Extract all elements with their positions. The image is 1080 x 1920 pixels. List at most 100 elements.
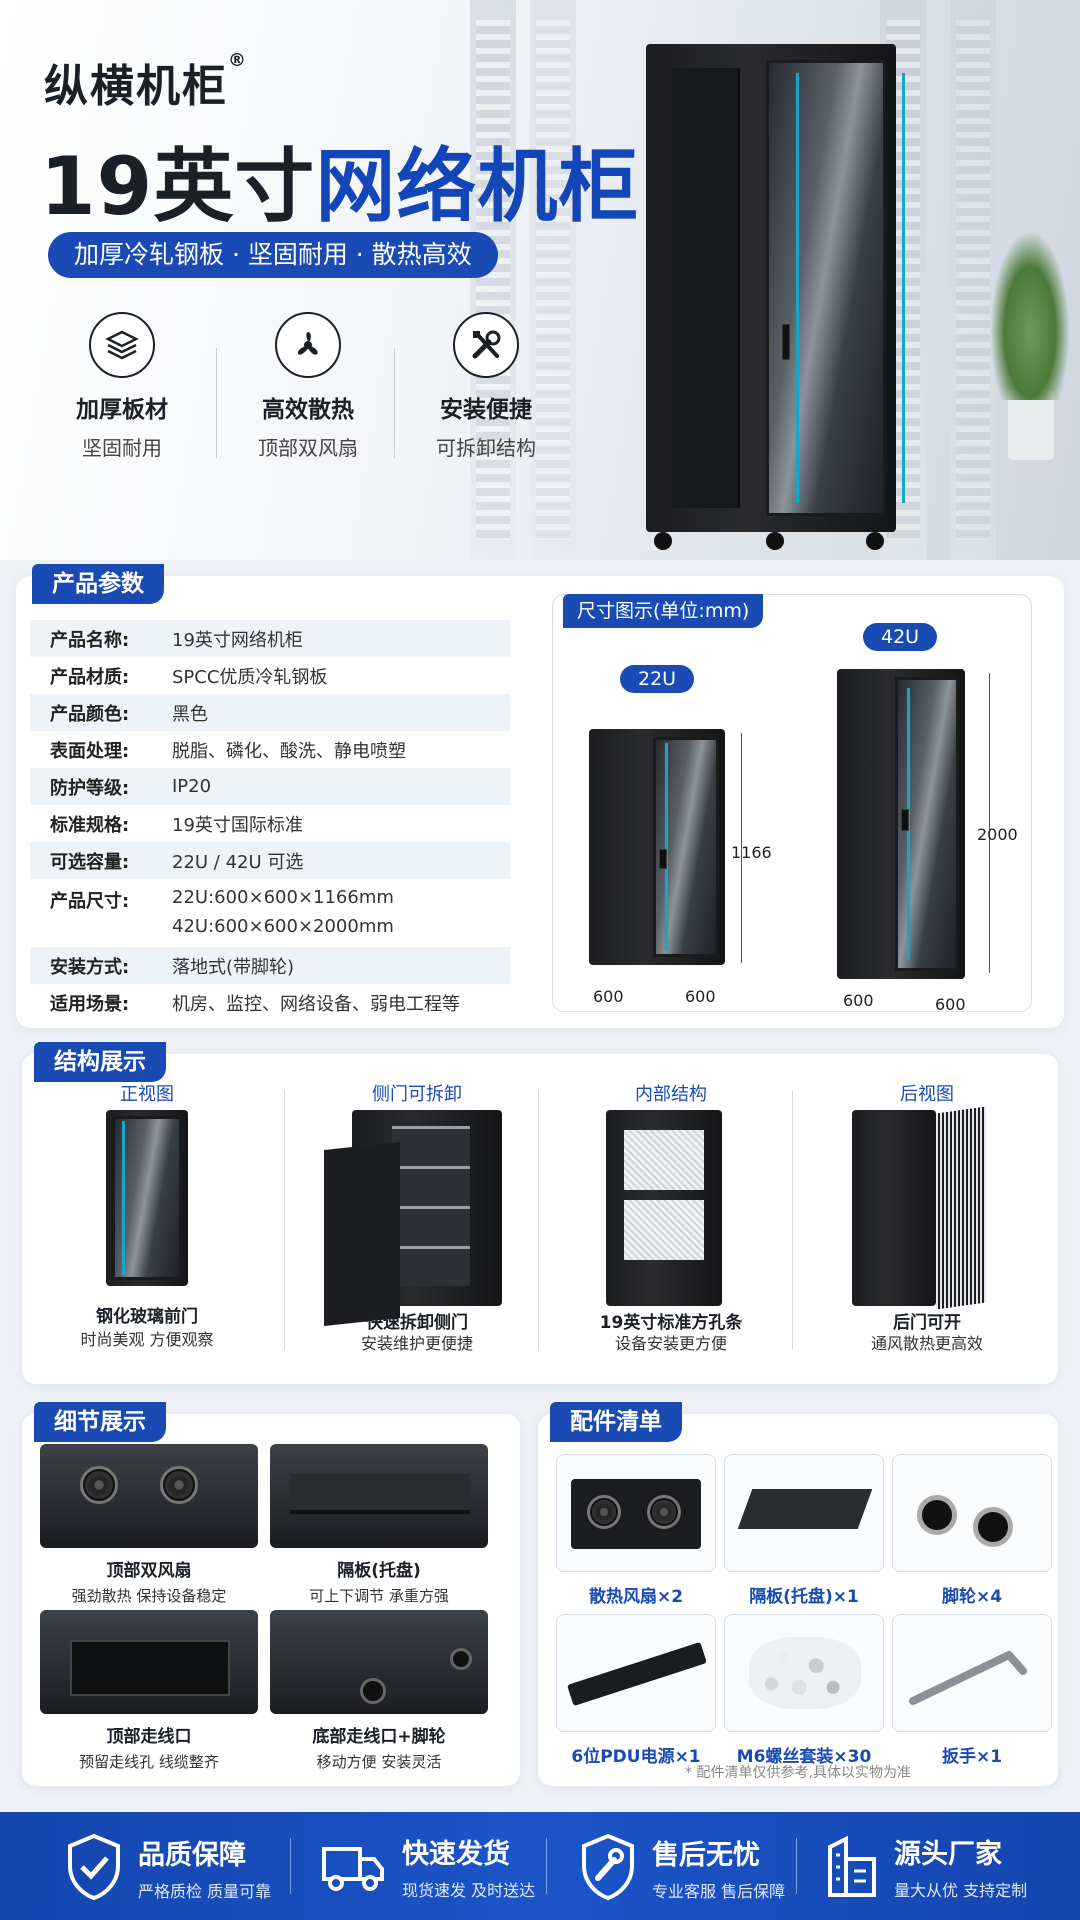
spec-key: 安装方式: [50,956,130,978]
structure-desc: 设备安装更方便 [614,1334,727,1353]
spec-key: 防护等级: [50,777,130,799]
height-line [741,733,742,963]
cyan-trim [122,1120,125,1276]
casters-image [892,1454,1052,1572]
spec-row: 适用场景:机房、监控、网络设备、弱电工程等 [30,984,510,1021]
cabinet-22u-image [589,729,725,965]
cyan-trim [902,73,905,503]
structure-item: 侧门可拆卸 快速拆卸侧门 安装维护更便捷 [292,1080,542,1353]
shield-wrench-icon [582,1833,634,1901]
pdu-image [556,1614,716,1732]
structure-heading: 正视图 [120,1084,174,1105]
divider [538,1090,539,1350]
inner-structure-image [606,1110,722,1306]
mesh-panel [624,1130,704,1190]
structure-item: 后视图 后门可开 通风散热更高效 [802,1080,1052,1353]
spec-row: 安装方式: 落地式(带脚轮) [30,947,510,984]
height-line [989,673,990,973]
accessory-label: 脚轮×4 [941,1587,1003,1607]
divider [546,1838,547,1894]
hero-banner: 纵横机柜® 19英寸网络机柜 加厚冷轧钢板 · 坚固耐用 · 散热高效 加厚板材… [0,0,1080,560]
footer-desc: 严格质检 质量可靠 [138,1881,272,1901]
wrench-image [892,1614,1052,1732]
footer-item: 品质保障严格质检 质量可靠 [64,1832,271,1902]
caster-wheel [866,532,884,550]
rear-view-image [852,1110,936,1306]
footer-item: 快速发货现货速发 及时送达 [320,1832,535,1901]
structure-item: 内部结构 19英寸标准方孔条 设备安装更方便 [546,1080,796,1353]
feature-title: 安装便捷 [440,397,532,423]
caster-wheel [766,532,784,550]
section-tag-dimensions: 尺寸图示(单位:mm) [563,594,764,628]
cabinet-42u-image [837,669,965,979]
depth-label-22u: 600 [685,987,716,1006]
footer-title: 售后无忧 [652,1839,760,1871]
shelf-image [270,1444,488,1548]
background-server-rack [470,0,516,560]
accessory-label: 散热风扇×2 [588,1587,684,1607]
cyan-trim [665,743,668,951]
detail-item: 顶部走线口 预留走线孔 线缆整齐 [40,1610,258,1772]
structure-desc: 通风散热更高效 [870,1334,983,1353]
footer-desc: 专业客服 售后保障 [652,1881,786,1901]
side-panel-removed [324,1142,400,1326]
size-22u: 22U:600×600×1166mm [172,887,394,908]
structure-card: 结构展示 正视图 钢化玻璃前门 时尚美观 方便观察 侧门可拆卸 快速拆卸侧门 安… [22,1042,1058,1384]
structure-heading: 侧门可拆卸 [372,1084,462,1105]
spec-key: 可选容量: [50,851,130,873]
spec-key: 适用场景: [50,993,130,1015]
accessory-item: 散热风扇×2 [556,1454,716,1607]
shelf-tray-image [724,1454,884,1572]
spec-value: IP20 [172,776,212,797]
footer-title: 品质保障 [138,1839,246,1871]
depth-label-42u: 600 [935,995,966,1014]
background-server-rack [530,0,576,560]
brand-name: 纵横机柜® [44,50,248,112]
door-handle [782,324,790,360]
detail-desc: 强劲散热 保持设备稳定 [71,1587,227,1605]
footer-item: 售后无忧专业客服 售后保障 [578,1832,785,1902]
tools-icon [453,312,519,378]
cabinet-glass-door [766,60,886,516]
accessory-label: 6位PDU电源×1 [571,1747,701,1767]
feature-title: 高效散热 [262,397,354,423]
feature-title: 加厚板材 [76,397,168,423]
divider [284,1090,285,1350]
spec-value: 落地式(带脚轮) [172,956,295,978]
dimension-diagram: 尺寸图示(单位:mm) 22U 1166 600 600 42U 2000 60… [552,594,1032,1014]
accessory-item: M6螺丝套装×30 [724,1614,884,1767]
tagline-pill: 加厚冷轧钢板 · 坚固耐用 · 散热高效 [48,232,498,278]
divider [796,1838,797,1894]
spec-key: 标准规格: [50,814,130,836]
feature-subtitle: 坚固耐用 [82,436,162,460]
factory-icon [828,1835,876,1897]
pdu-strip [567,1641,707,1707]
section-tag-structure: 结构展示 [34,1042,166,1082]
structure-title: 钢化玻璃前门 [96,1307,198,1327]
caster-wheel [917,1495,957,1535]
top-fan-image [40,1444,258,1548]
screw-pile [749,1637,861,1709]
shield-check-icon [68,1833,120,1901]
spec-value: 19英寸网络机柜 [172,629,303,651]
spec-row: 表面处理:脱脂、磷化、酸洗、静电喷塑 [30,731,510,768]
accessory-label: M6螺丝套装×30 [736,1747,872,1767]
fan-icon [275,312,341,378]
accessory-item: 隔板(托盘)×1 [724,1454,884,1607]
spec-table: 产品名称:19英寸网络机柜 产品材质:SPCC优质冷轧钢板 产品颜色:黑色 表面… [30,620,510,1021]
size-badge-22u: 22U [620,665,695,693]
caster-wheel [973,1507,1013,1547]
section-tag-params: 产品参数 [32,564,164,604]
caster-wheel [654,532,672,550]
spec-value: SPCC优质冷轧钢板 [172,666,328,688]
footer-title: 快速发货 [402,1839,510,1870]
accessory-item: 扳手×1 [892,1614,1052,1767]
spec-row: 产品材质:SPCC优质冷轧钢板 [30,657,510,694]
detail-title: 底部走线口+脚轮 [312,1727,446,1747]
shelf-plate [290,1474,470,1514]
screws-image [724,1614,884,1732]
footer-desc: 量大从优 支持定制 [894,1881,1028,1900]
accessory-item: 脚轮×4 [892,1454,1052,1607]
detail-item: 隔板(托盘) 可上下调节 承重方强 [270,1444,488,1606]
